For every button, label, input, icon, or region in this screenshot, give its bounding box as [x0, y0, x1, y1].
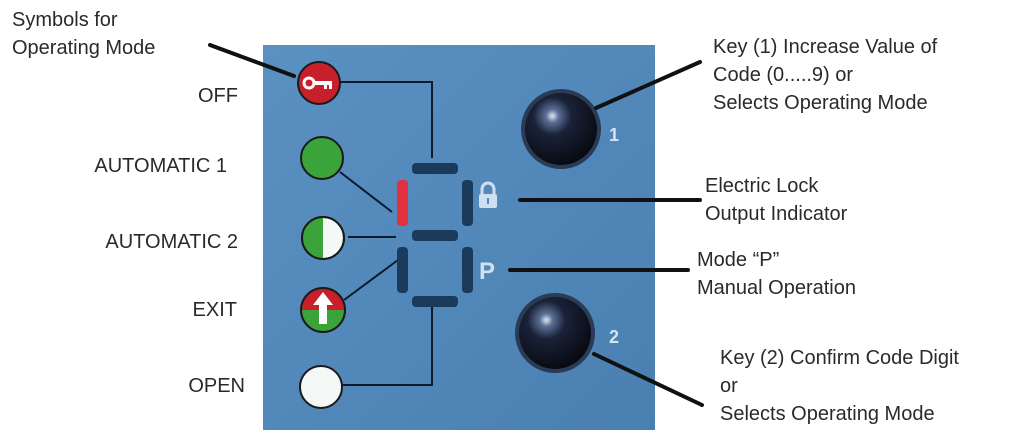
mode-label-open: OPEN	[188, 375, 245, 397]
callout-key-1: Key (1) Increase Value of Code (0.....9)…	[713, 36, 938, 114]
callout-electric-lock: Electric Lock Output Indicator	[705, 175, 848, 225]
key-2-button[interactable]	[515, 293, 595, 373]
key-2-number: 2	[609, 327, 619, 347]
wire-off	[340, 81, 433, 158]
segment-b	[462, 180, 473, 226]
led-off	[297, 61, 341, 105]
symbols-header: Symbols for Operating Mode	[12, 9, 156, 59]
wire-open	[342, 305, 433, 386]
seven-segment-display	[397, 163, 473, 307]
mode-p-letter: P	[479, 258, 495, 285]
wire-exit	[343, 259, 399, 301]
padlock-icon	[479, 181, 497, 208]
pointer-symbols	[208, 43, 296, 78]
pointer-key2	[592, 352, 704, 407]
mode-label-automatic-1: AUTOMATIC 1	[94, 155, 227, 177]
pointer-key1	[594, 60, 702, 110]
segment-g	[412, 230, 458, 241]
callout-key-2: Key (2) Confirm Code Digit or Selects Op…	[720, 347, 959, 425]
mode-label-exit: EXIT	[192, 299, 237, 321]
mode-label-off: OFF	[198, 85, 238, 107]
mode-label-automatic-2: AUTOMATIC 2	[105, 231, 238, 253]
callout-mode-p: Mode “P” Manual Operation	[697, 249, 856, 299]
led-exit	[300, 287, 346, 333]
wiring-lines	[339, 81, 433, 386]
segment-a	[412, 163, 458, 174]
callout-lines	[208, 43, 704, 407]
key-icon	[302, 76, 332, 90]
led-automatic-2	[301, 216, 345, 260]
segment-e	[397, 247, 408, 293]
segment-d	[412, 296, 458, 307]
arrow-up-icon	[313, 292, 333, 324]
segment-f	[397, 180, 408, 226]
segment-c	[462, 247, 473, 293]
led-automatic-1	[300, 136, 344, 180]
wire-auto1	[339, 171, 393, 213]
led-open	[299, 365, 343, 409]
key-1-button[interactable]	[521, 89, 601, 169]
key-1-number: 1	[609, 125, 619, 145]
